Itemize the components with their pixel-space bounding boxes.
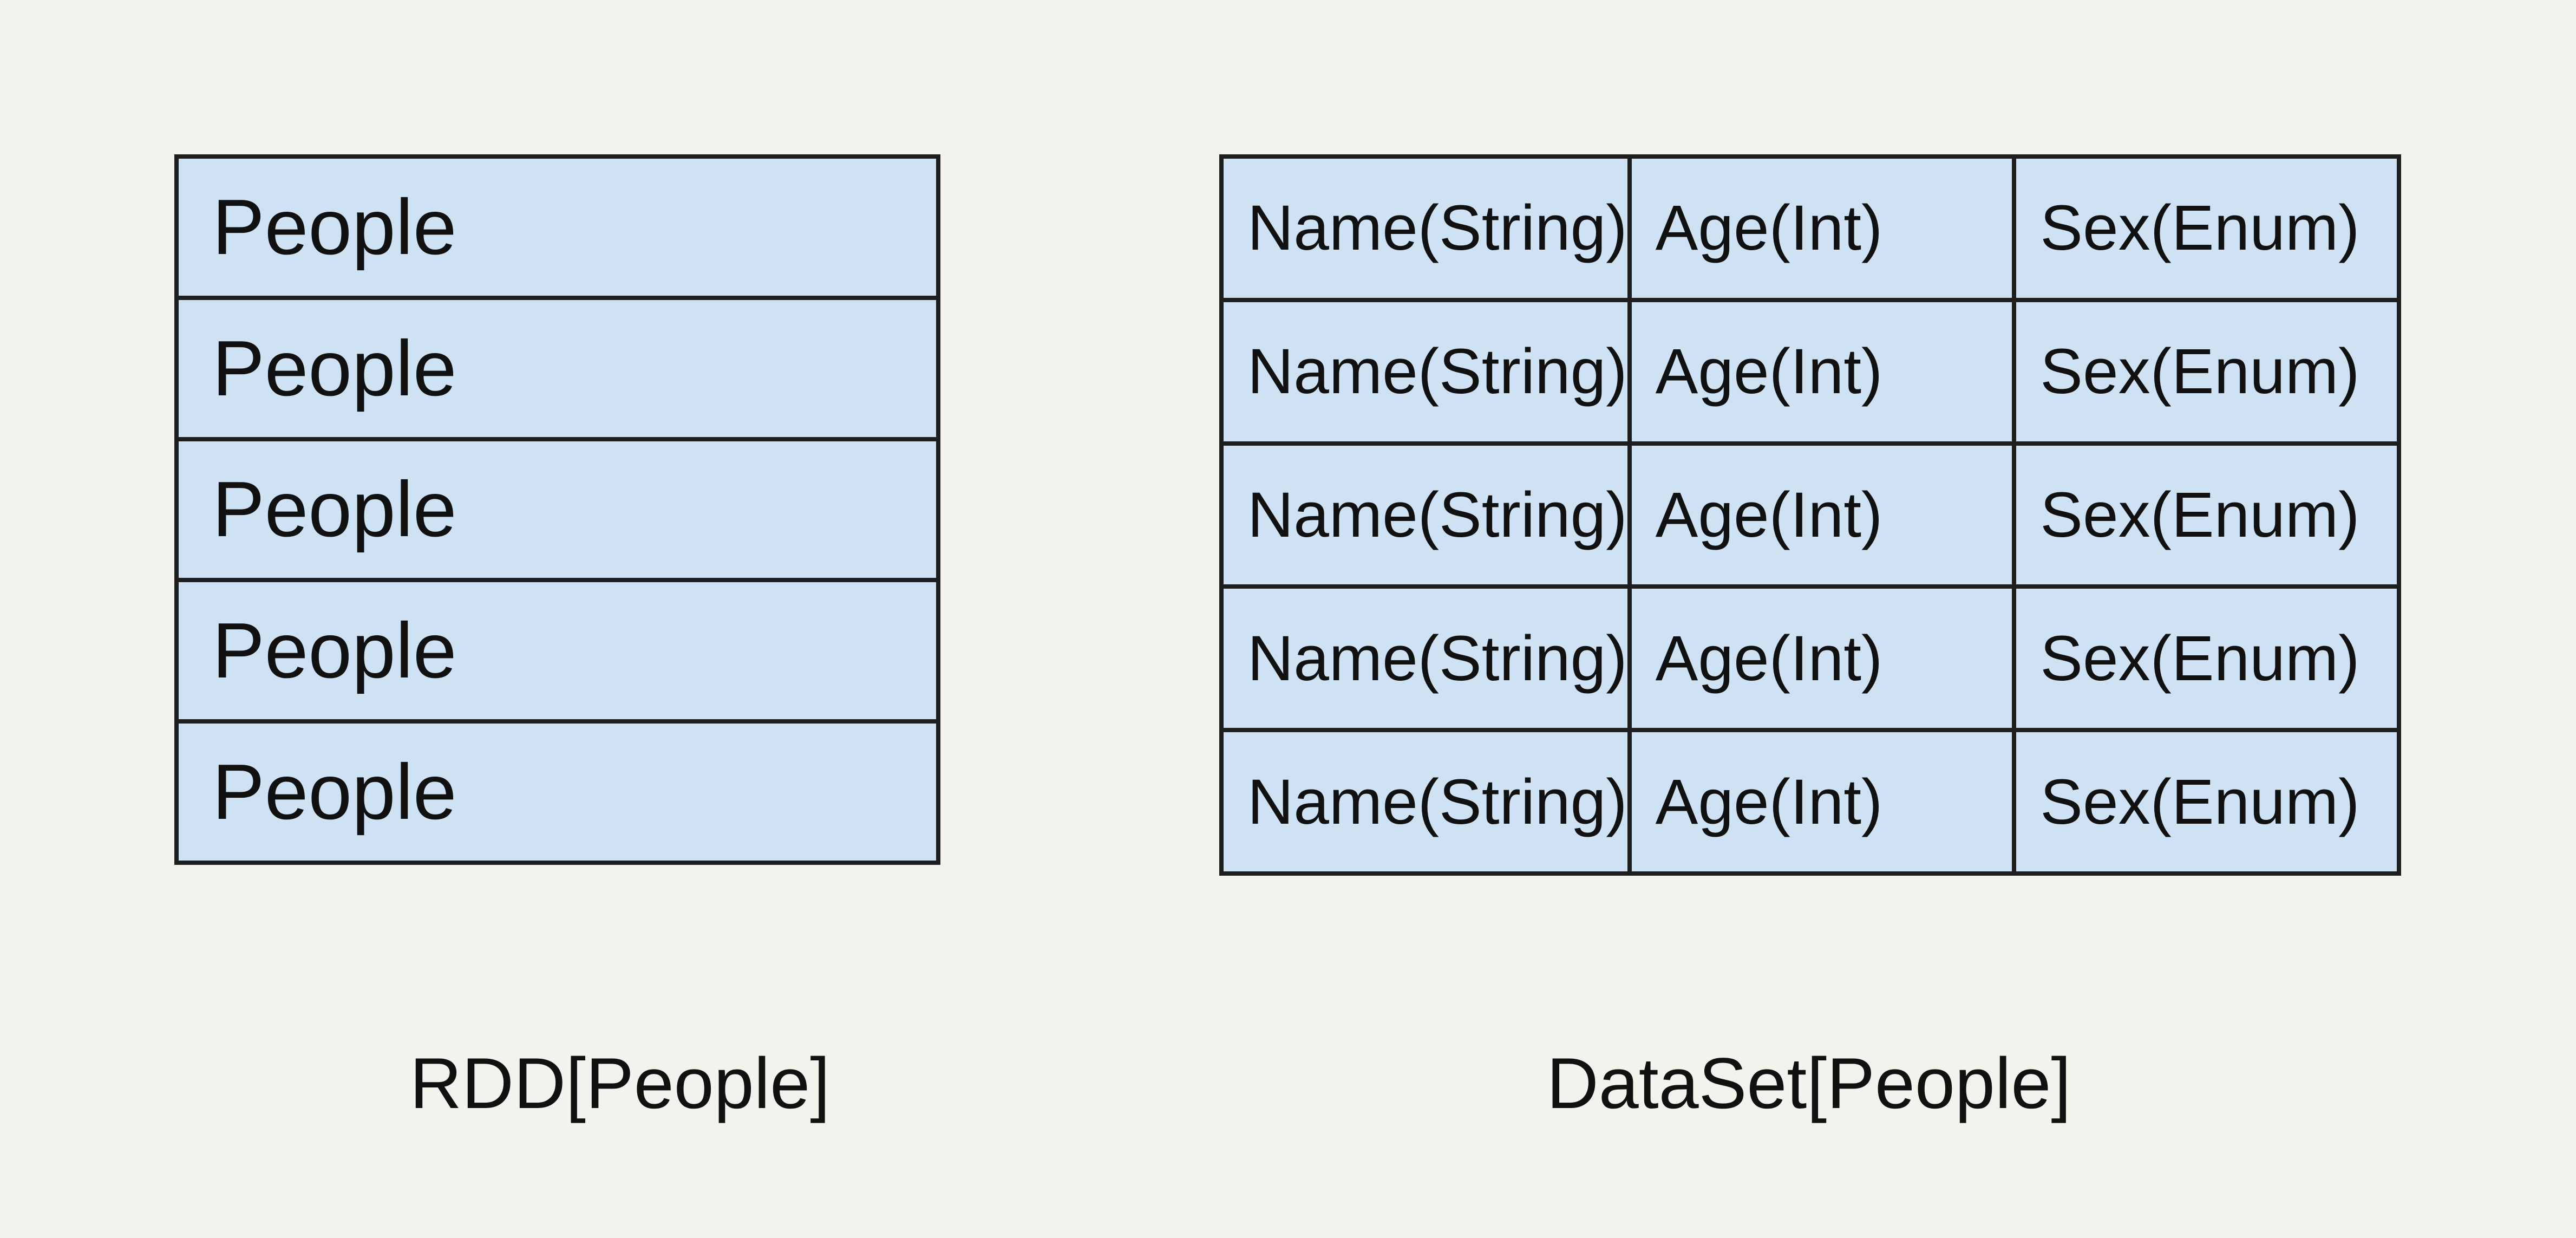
dataset-cell: Name(String)	[1224, 589, 1627, 728]
dataset-cell-label: Age(Int)	[1655, 336, 1883, 408]
dataset-cell: Age(Int)	[1631, 302, 2012, 441]
dataset-cell-label: Age(Int)	[1655, 479, 1883, 551]
rdd-row: People	[179, 578, 936, 719]
rdd-row: People	[179, 436, 936, 578]
dataset-cell: Age(Int)	[1631, 732, 2012, 871]
dataset-cell: Sex(Enum)	[2016, 302, 2397, 441]
rdd-row-label: People	[212, 324, 457, 412]
dataset-cell-label: Name(String)	[1247, 622, 1627, 694]
dataset-cell-label: Sex(Enum)	[2040, 479, 2360, 551]
rdd-row: People	[179, 159, 936, 296]
dataset-table: Name(String) Age(Int) Sex(Enum) Name(Str…	[1219, 154, 2401, 876]
rdd-table: People People People People People	[174, 154, 940, 865]
rdd-row: People	[179, 719, 936, 861]
dataset-cell: Name(String)	[1224, 159, 1627, 298]
dataset-cell: Sex(Enum)	[2016, 732, 2397, 871]
dataset-cell: Name(String)	[1224, 732, 1627, 871]
dataset-caption: DataSet[People]	[1546, 1044, 2071, 1124]
dataset-cell: Sex(Enum)	[2016, 159, 2397, 298]
dataset-cell-label: Sex(Enum)	[2040, 622, 2360, 694]
dataset-cell-label: Name(String)	[1247, 336, 1627, 408]
dataset-cell: Age(Int)	[1631, 589, 2012, 728]
dataset-cell-label: Name(String)	[1247, 766, 1627, 838]
dataset-cell: Name(String)	[1224, 302, 1627, 441]
dataset-cell-label: Age(Int)	[1655, 192, 1883, 264]
dataset-cell: Age(Int)	[1631, 159, 2012, 298]
dataset-cell: Age(Int)	[1631, 445, 2012, 585]
rdd-row-label: People	[212, 183, 457, 271]
dataset-cell-label: Age(Int)	[1655, 766, 1883, 838]
rdd-row-label: People	[212, 748, 457, 836]
dataset-cell: Name(String)	[1224, 445, 1627, 585]
dataset-cell-label: Name(String)	[1247, 192, 1627, 264]
dataset-cell-label: Sex(Enum)	[2040, 192, 2360, 264]
rdd-row-label: People	[212, 465, 457, 553]
rdd-row-label: People	[212, 607, 457, 695]
dataset-cell-label: Sex(Enum)	[2040, 336, 2360, 408]
dataset-cell: Sex(Enum)	[2016, 445, 2397, 585]
rdd-row: People	[179, 295, 936, 437]
dataset-cell-label: Age(Int)	[1655, 622, 1883, 694]
rdd-caption: RDD[People]	[409, 1044, 831, 1124]
dataset-cell: Sex(Enum)	[2016, 589, 2397, 728]
dataset-cell-label: Sex(Enum)	[2040, 766, 2360, 838]
dataset-cell-label: Name(String)	[1247, 479, 1627, 551]
